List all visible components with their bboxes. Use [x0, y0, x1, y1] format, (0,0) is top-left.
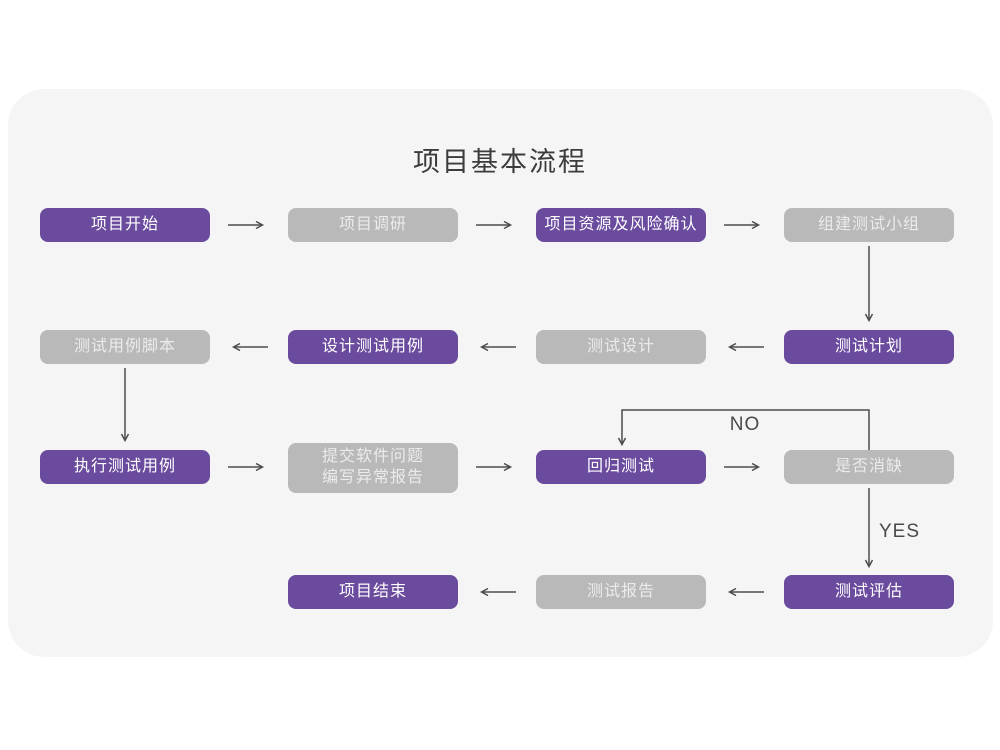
branch-label-no: NO — [729, 414, 761, 435]
node-label: 测试报告 — [586, 582, 655, 600]
node-test-plan: 测试计划 — [784, 330, 954, 364]
node-label: 项目调研 — [338, 215, 407, 233]
node-label: 回归测试 — [586, 457, 655, 475]
node-label: 是否消缺 — [834, 457, 903, 475]
node-test-case-script: 测试用例脚本 — [40, 330, 210, 364]
node-label: 项目结束 — [338, 582, 407, 600]
node-label: 项目开始 — [90, 215, 159, 233]
node-design-test-case: 设计测试用例 — [288, 330, 458, 364]
diagram-title: 项目基本流程 — [413, 147, 587, 177]
node-label: 组建测试小组 — [817, 215, 920, 233]
flowchart-card-background — [8, 89, 993, 657]
node-project-research: 项目调研 — [288, 208, 458, 242]
node-test-evaluation: 测试评估 — [784, 575, 954, 609]
node-project-end: 项目结束 — [288, 575, 458, 609]
node-execute-test-case: 执行测试用例 — [40, 450, 210, 484]
node-label: 执行测试用例 — [73, 457, 176, 475]
node-project-start: 项目开始 — [40, 208, 210, 242]
node-defect-cleared: 是否消缺 — [784, 450, 954, 484]
node-test-design: 测试设计 — [536, 330, 706, 364]
node-label: 测试评估 — [834, 582, 903, 600]
node-label-line1: 提交软件问题 — [321, 448, 424, 466]
branch-label-yes: YES — [879, 521, 921, 542]
node-label: 设计测试用例 — [321, 337, 424, 355]
node-label: 项目资源及风险确认 — [544, 215, 698, 233]
node-label: 测试用例脚本 — [73, 337, 176, 355]
node-label: 测试计划 — [834, 337, 903, 355]
node-regression-test: 回归测试 — [536, 450, 706, 484]
node-resource-risk: 项目资源及风险确认 — [536, 208, 706, 242]
node-test-report: 测试报告 — [536, 575, 706, 609]
node-label-line2: 编写异常报告 — [321, 469, 424, 486]
node-label: 测试设计 — [586, 337, 655, 355]
node-build-test-team: 组建测试小组 — [784, 208, 954, 242]
node-submit-issue-report: 提交软件问题 编写异常报告 — [288, 443, 458, 493]
